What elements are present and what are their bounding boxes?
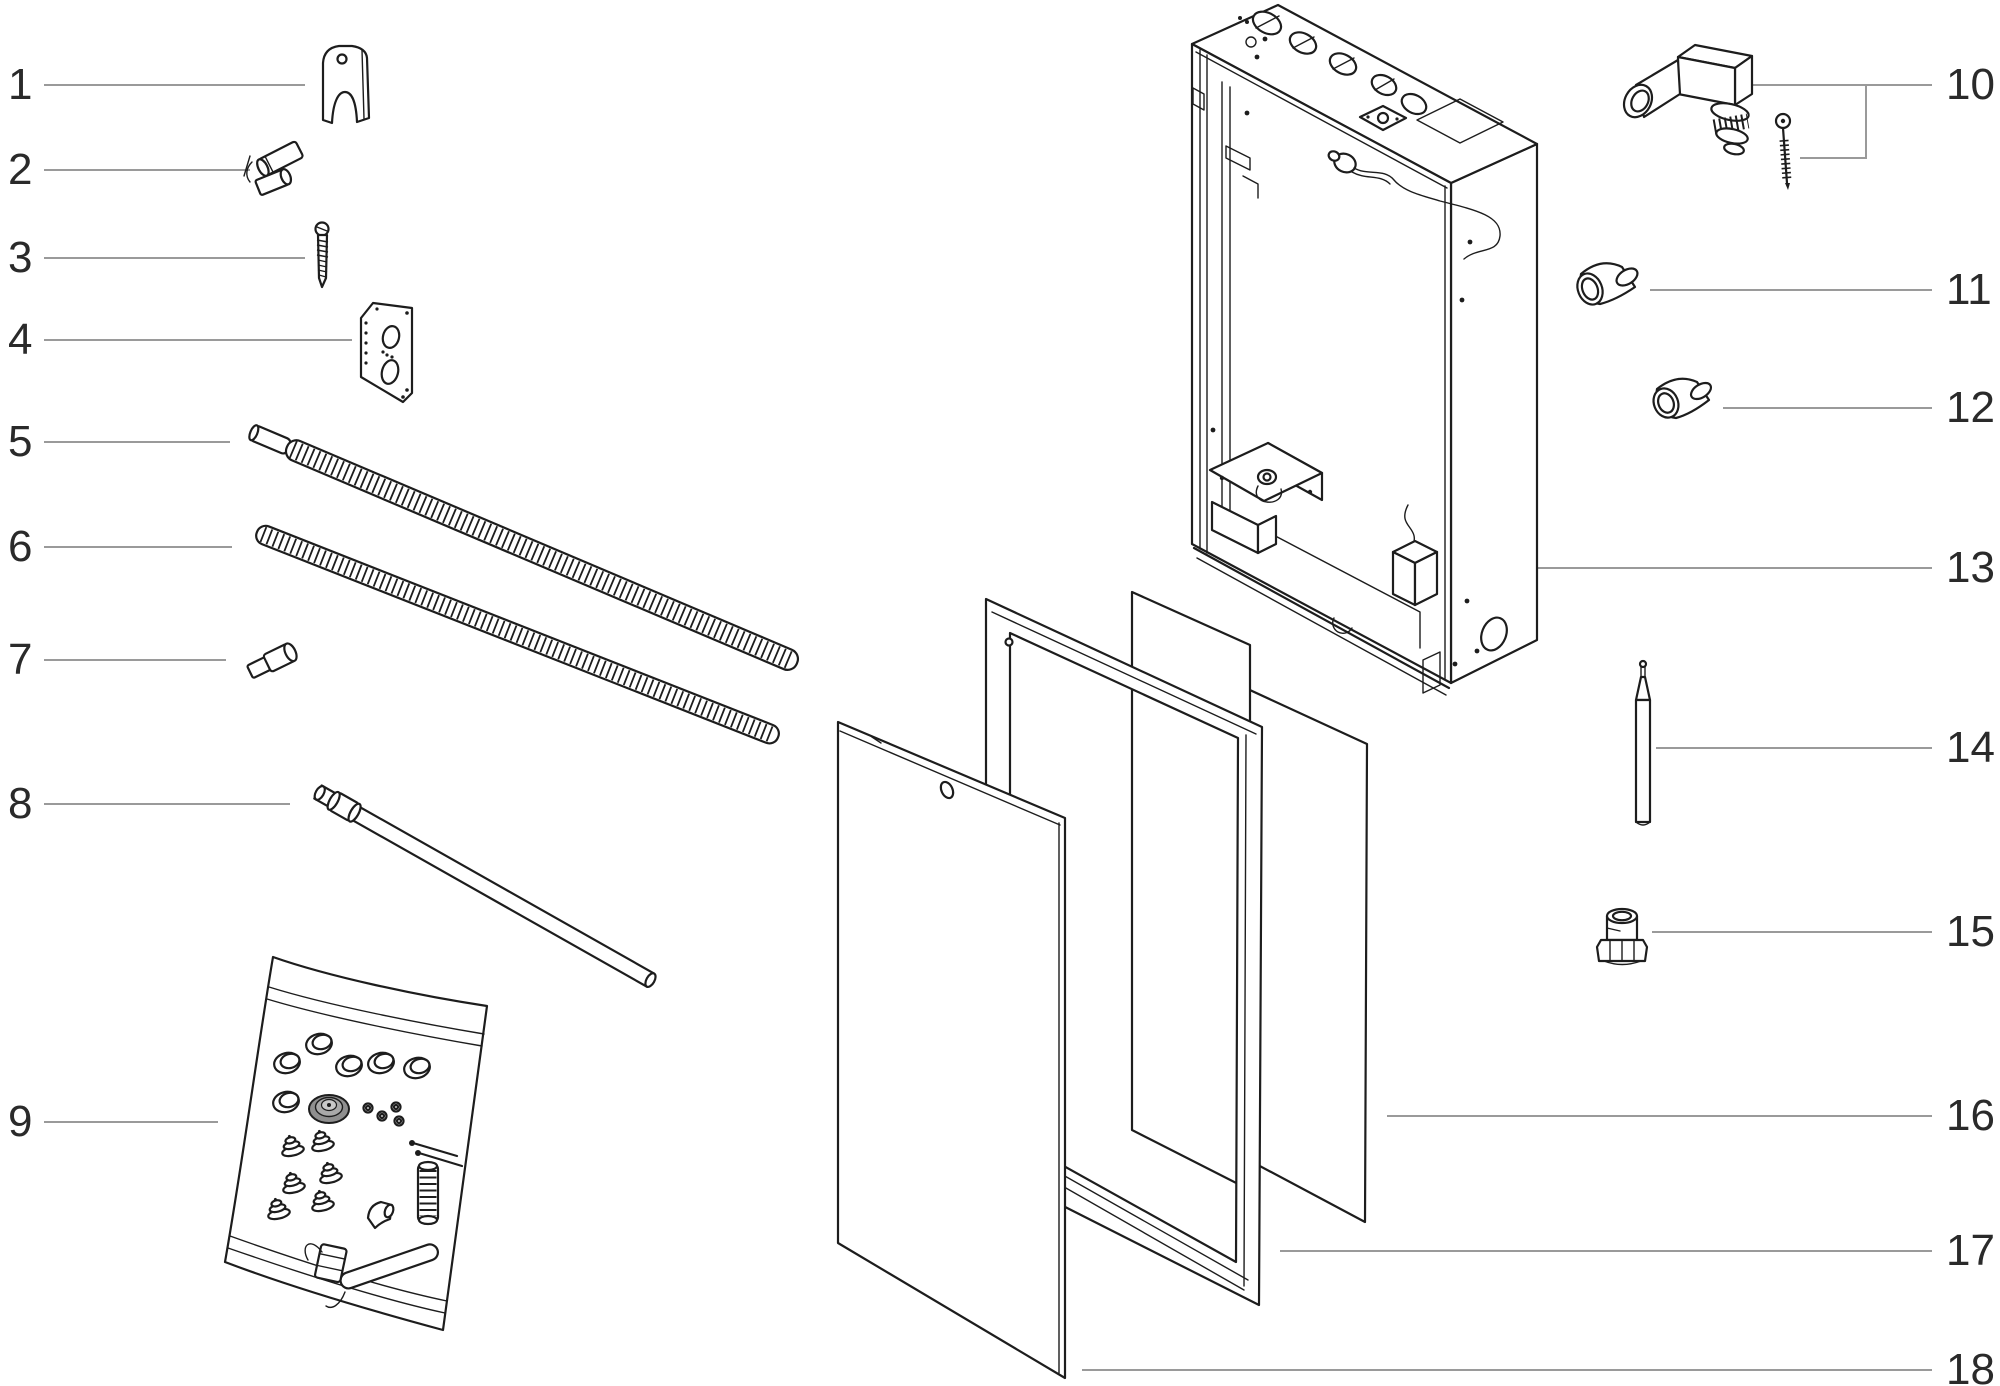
part-cabinet-body xyxy=(1190,3,1539,696)
callout-1-mounting-clip: 1 xyxy=(8,60,33,109)
callout-12-elbow-fitting: 12 xyxy=(1946,383,1995,432)
callout-15-compression-fitting: 15 xyxy=(1946,907,1995,956)
callout-16-inner-panels: 16 xyxy=(1946,1091,1995,1140)
callout-13-cabinet-body: 13 xyxy=(1946,543,1995,592)
part-fittings-bag xyxy=(223,955,489,1332)
cone-grommets xyxy=(267,1129,343,1221)
part-screw xyxy=(314,221,330,289)
callout-4-mounting-plate: 4 xyxy=(8,315,33,364)
callout-9-fittings-bag: 9 xyxy=(8,1097,33,1146)
part-pipe-clamp xyxy=(243,140,304,196)
part-flexible-hose-6 xyxy=(255,524,780,745)
part-sensor-probe xyxy=(1634,659,1652,826)
part-elbow-fitting-11 xyxy=(1576,262,1639,306)
callout-7-hose-coupler: 7 xyxy=(8,635,33,684)
callout-2-pipe-clamp-with-stub: 2 xyxy=(8,145,33,194)
callout-14-sensor-probe: 14 xyxy=(1946,723,1995,772)
part-compression-fitting xyxy=(1595,907,1649,966)
callout-10-elbow-valve-with-screw: 10 xyxy=(1946,60,1995,109)
callout-18-front-door-panel: 18 xyxy=(1946,1345,1995,1386)
part-flexible-hose-5 xyxy=(248,424,800,671)
part-door-seal-frame xyxy=(984,597,1264,1307)
part-straight-pipe xyxy=(313,784,657,989)
leader-lines xyxy=(44,84,1932,1371)
callout-6-flexible-corrugated-hose: 6 xyxy=(8,522,33,571)
callout-3-screw: 3 xyxy=(8,233,33,282)
part-hose-coupler xyxy=(246,642,298,679)
part-valve-screw xyxy=(1774,112,1792,190)
part-elbow-fitting-12 xyxy=(1652,377,1713,420)
callout-11-elbow-fitting: 11 xyxy=(1946,265,1992,314)
part-mounting-plate xyxy=(359,301,414,404)
callout-8-straight-pipe: 8 xyxy=(8,779,33,828)
callout-5-flexible-corrugated-hose: 5 xyxy=(8,417,33,466)
part-elbow-valve xyxy=(1622,43,1754,156)
part-mounting-clip xyxy=(321,44,371,125)
part-front-door-panel xyxy=(836,720,1067,1380)
callout-17-door-seal-frame: 17 xyxy=(1946,1226,1995,1275)
